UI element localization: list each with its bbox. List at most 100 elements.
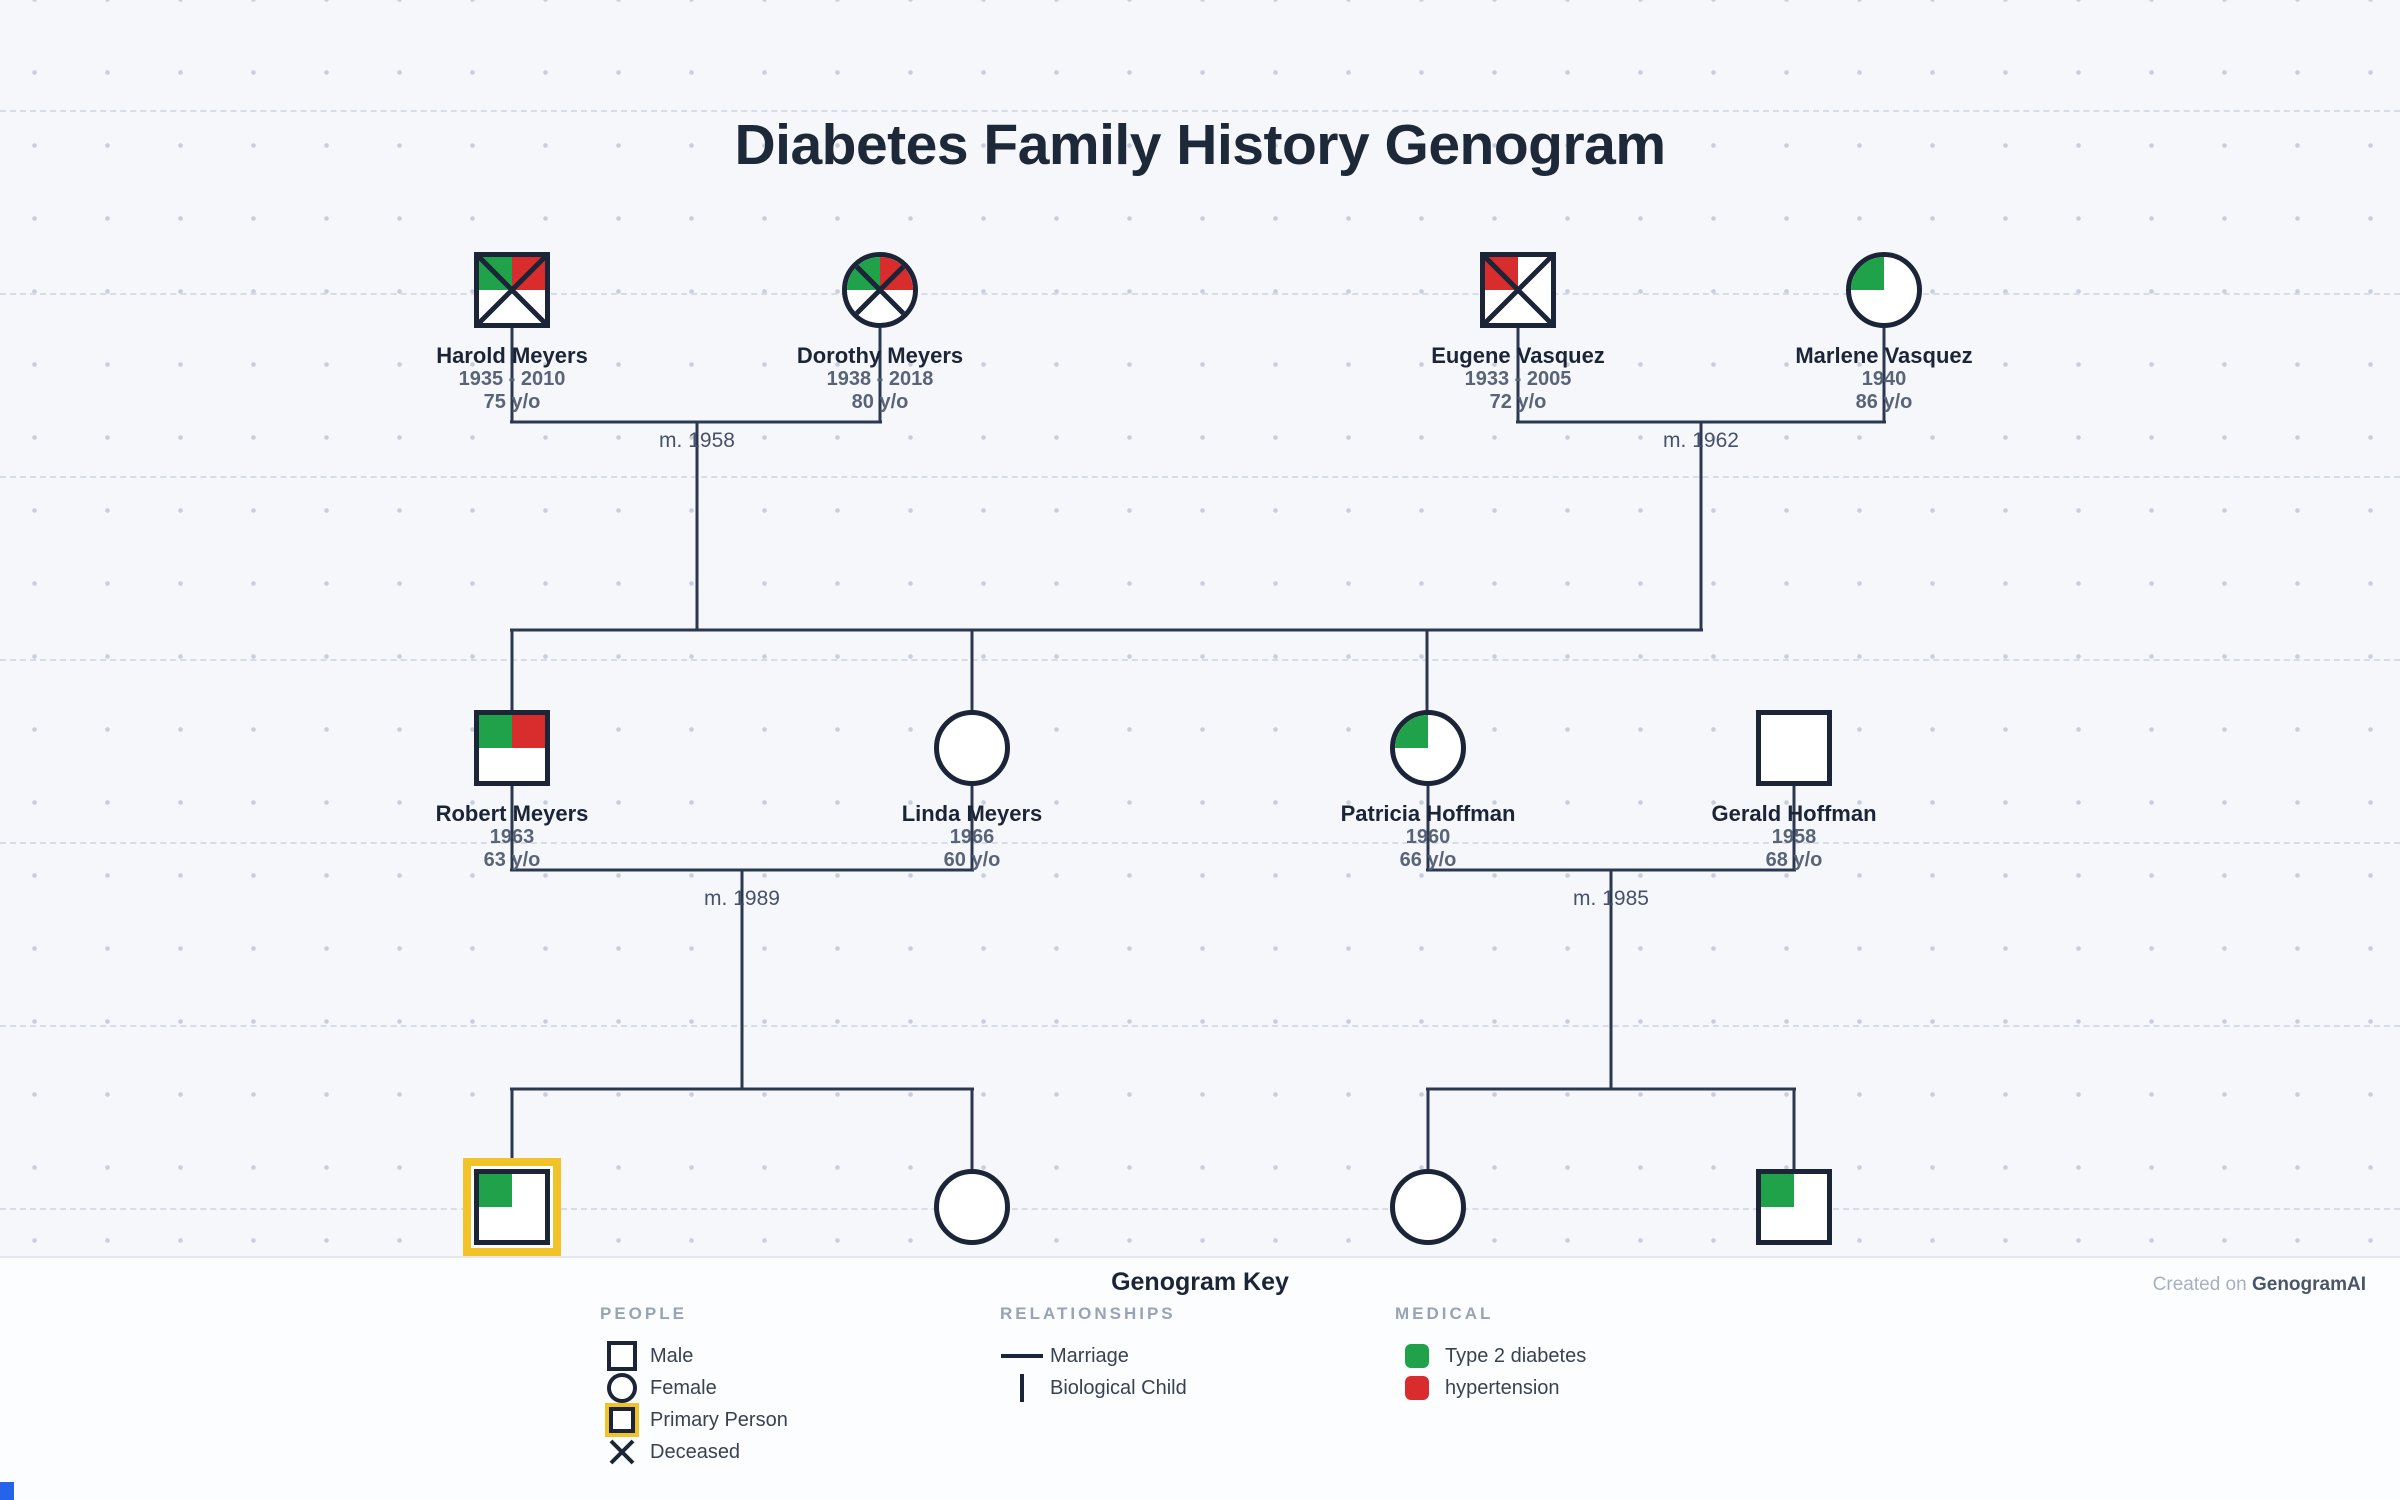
key-section-relationships: RELATIONSHIPS Marriage Biological Child (1000, 1304, 1187, 1404)
key-item-label: Marriage (1050, 1344, 1129, 1367)
diabetes-quadrant (479, 715, 512, 748)
female-symbol[interactable] (934, 1169, 1010, 1245)
key-section-header: PEOPLE (600, 1304, 687, 1323)
grid-dashed-line (0, 110, 2400, 112)
biological-child-line-legend-icon (1000, 1374, 1044, 1402)
marriage-line-legend-icon (1000, 1354, 1044, 1358)
deceased-x-icon (1485, 257, 1551, 323)
diabetes-quadrant (479, 1174, 512, 1207)
attribution-brand: GenogramAI (2251, 1274, 2366, 1295)
key-item: Female (600, 1372, 788, 1404)
grid-dashed-line (0, 1025, 2400, 1027)
person-label: Marlene Vasquez 1940 86 y/o (1734, 344, 2034, 414)
male-symbol-deceased[interactable] (1480, 252, 1556, 328)
person-years: 1933 - 2005 (1464, 368, 1572, 390)
male-symbol-deceased[interactable] (474, 252, 550, 328)
hypertension-legend-swatch (1395, 1376, 1439, 1400)
primary-person-legend-icon (600, 1407, 644, 1433)
person-name: Linda Meyers (901, 801, 1043, 826)
female-symbol[interactable] (1390, 1169, 1466, 1245)
attribution: Created on GenogramAI (2153, 1274, 2366, 1296)
key-section-header: MEDICAL (1395, 1304, 1494, 1323)
marriage-year-label: m. 1989 (704, 887, 780, 910)
person-age: 63 y/o (483, 849, 541, 871)
male-symbol-primary[interactable] (474, 1169, 550, 1245)
person-label: Gerald Hoffman 1958 68 y/o (1644, 802, 1944, 872)
key-item-label: Biological Child (1050, 1376, 1187, 1399)
key-item-label: Female (650, 1376, 717, 1399)
person-name: Marlene Vasquez (1795, 343, 1973, 368)
grid-dashed-line (0, 842, 2400, 844)
diabetes-quadrant (1761, 1174, 1794, 1207)
person-years: 1966 (949, 826, 995, 848)
person-name: Gerald Hoffman (1711, 801, 1877, 826)
deceased-x-icon (479, 257, 545, 323)
key-item-label: hypertension (1445, 1376, 1560, 1399)
person-years: 1960 (1405, 826, 1451, 848)
person-age: 66 y/o (1399, 849, 1457, 871)
key-item-label: Type 2 diabetes (1445, 1344, 1587, 1367)
male-symbol[interactable] (474, 710, 550, 786)
person-label: Dorothy Meyers 1938 - 2018 80 y/o (730, 344, 1030, 414)
female-symbol[interactable] (1846, 252, 1922, 328)
grid-dashed-line (0, 1208, 2400, 1210)
key-item: Primary Person (600, 1404, 788, 1436)
key-item-label: Deceased (650, 1440, 741, 1463)
type2-diabetes-legend-swatch (1395, 1344, 1439, 1368)
person-label: Eugene Vasquez 1933 - 2005 72 y/o (1368, 344, 1668, 414)
person-age: 75 y/o (483, 391, 541, 413)
person-label: Harold Meyers 1935 - 2010 75 y/o (362, 344, 662, 414)
key-title: Genogram Key (1111, 1268, 1289, 1296)
person-label: Robert Meyers 1963 63 y/o (362, 802, 662, 872)
key-section-people: PEOPLE Male Female Primary Person Deceas… (600, 1304, 788, 1468)
person-label: Linda Meyers 1966 60 y/o (822, 802, 1122, 872)
person-years: 1940 (1861, 368, 1907, 390)
male-legend-icon (600, 1341, 644, 1371)
male-symbol[interactable] (1756, 710, 1832, 786)
female-legend-icon (600, 1373, 644, 1403)
attribution-prefix: Created on (2152, 1274, 2252, 1295)
person-years: 1958 (1771, 826, 1817, 848)
male-symbol[interactable] (1756, 1169, 1832, 1245)
key-item: Male (600, 1340, 788, 1372)
person-age: 60 y/o (943, 849, 1001, 871)
person-years: 1935 - 2010 (458, 368, 566, 390)
genogram-key-panel: Genogram Key Created on GenogramAI PEOPL… (0, 1256, 2400, 1500)
diabetes-quadrant (1851, 257, 1884, 290)
key-item-label: Primary Person (650, 1408, 788, 1431)
person-name: Dorothy Meyers (796, 343, 964, 368)
deceased-x-icon (847, 257, 913, 323)
person-age: 68 y/o (1765, 849, 1823, 871)
diabetes-quadrant (1395, 715, 1428, 748)
female-symbol[interactable] (934, 710, 1010, 786)
person-age: 86 y/o (1855, 391, 1913, 413)
female-symbol[interactable] (1390, 710, 1466, 786)
grid-dashed-line (0, 293, 2400, 295)
deceased-x-legend-icon (600, 1439, 644, 1465)
person-years: 1963 (489, 826, 535, 848)
page-title: Diabetes Family History Genogram (734, 113, 1666, 177)
key-item: hypertension (1395, 1372, 1586, 1404)
person-name: Patricia Hoffman (1340, 801, 1516, 826)
person-years: 1938 - 2018 (826, 368, 934, 390)
person-age: 72 y/o (1489, 391, 1547, 413)
key-item: Deceased (600, 1436, 788, 1468)
key-item: Marriage (1000, 1340, 1187, 1372)
corner-artifact (0, 1482, 14, 1500)
grid-dashed-line (0, 659, 2400, 661)
key-item: Biological Child (1000, 1372, 1187, 1404)
person-name: Robert Meyers (435, 801, 589, 826)
key-section-medical: MEDICAL Type 2 diabetes hypertension (1395, 1304, 1586, 1404)
marriage-year-label: m. 1985 (1573, 887, 1649, 910)
key-item-label: Male (650, 1344, 694, 1367)
grid-dashed-line (0, 476, 2400, 478)
hypertension-quadrant (512, 715, 545, 748)
person-label: Patricia Hoffman 1960 66 y/o (1278, 802, 1578, 872)
person-age: 80 y/o (851, 391, 909, 413)
marriage-year-label: m. 1958 (659, 429, 735, 452)
female-symbol-deceased[interactable] (842, 252, 918, 328)
marriage-year-label: m. 1962 (1663, 429, 1739, 452)
